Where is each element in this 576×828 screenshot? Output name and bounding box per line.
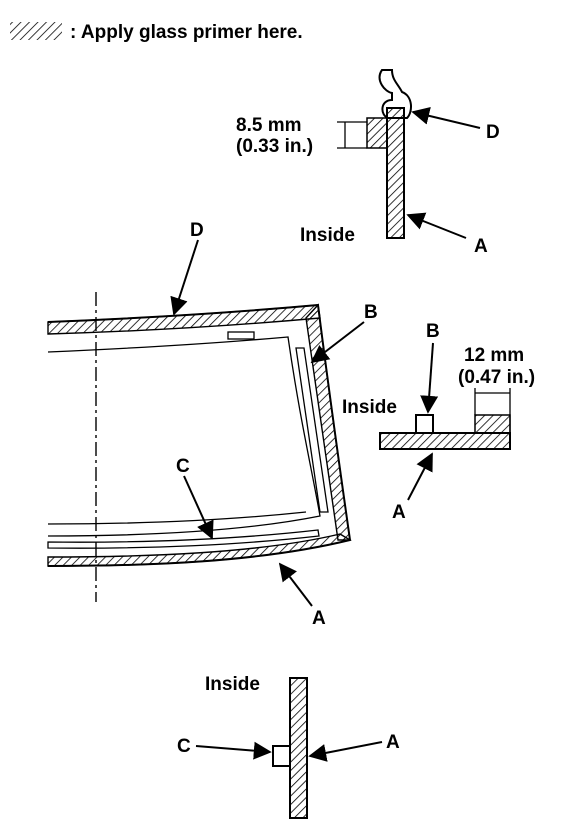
- dam-strip-b: [295, 347, 329, 513]
- detail-top: 8.5 mm (0.33 in.) Inside D A: [236, 69, 500, 257]
- glass-section-top: [386, 107, 405, 239]
- label-inside-bottom: Inside: [205, 674, 260, 695]
- label-inside-top: Inside: [300, 225, 355, 246]
- molding-d-top: [378, 69, 412, 119]
- callout-a-top: A: [474, 236, 488, 257]
- dimension-top-in: (0.33 in.): [236, 136, 313, 157]
- glass-section-right: [379, 432, 511, 450]
- callout-a-right: A: [392, 502, 406, 523]
- primer-area-top: [366, 117, 388, 149]
- spacer-strip-c: [47, 529, 320, 549]
- primer-area-right: [474, 414, 511, 434]
- dam-b-right: [415, 414, 434, 434]
- inner-viewing-area: [47, 336, 321, 537]
- detail-bottom: Inside C A: [177, 674, 400, 819]
- spacer-c-bottom: [272, 745, 291, 767]
- dimension-right-in: (0.47 in.): [458, 367, 535, 388]
- legend-hatch-swatch: [10, 22, 62, 40]
- callout-a-main: A: [312, 608, 326, 629]
- callout-d-top: D: [486, 122, 500, 143]
- main-windshield-view: D B C A: [47, 220, 378, 629]
- top-tab: [227, 331, 255, 340]
- callout-b-main: B: [364, 302, 378, 323]
- callout-b-right: B: [426, 321, 440, 342]
- callout-c-main: C: [176, 456, 190, 477]
- label-inside-right: Inside: [342, 397, 397, 418]
- glass-section-bottom: [289, 677, 308, 819]
- right-primer-band: [305, 303, 351, 541]
- dimension-right-mm: 12 mm: [464, 345, 524, 366]
- legend-text: : Apply glass primer here.: [70, 22, 303, 43]
- callout-a-bottom: A: [386, 732, 400, 753]
- callout-c-bottom: C: [177, 736, 191, 757]
- dimension-top-mm: 8.5 mm: [236, 115, 301, 136]
- bottom-primer-band: [47, 533, 352, 567]
- legend: : Apply glass primer here.: [10, 22, 303, 43]
- detail-right: 12 mm (0.47 in.) B Inside A: [342, 321, 535, 523]
- callout-d-main: D: [190, 220, 204, 241]
